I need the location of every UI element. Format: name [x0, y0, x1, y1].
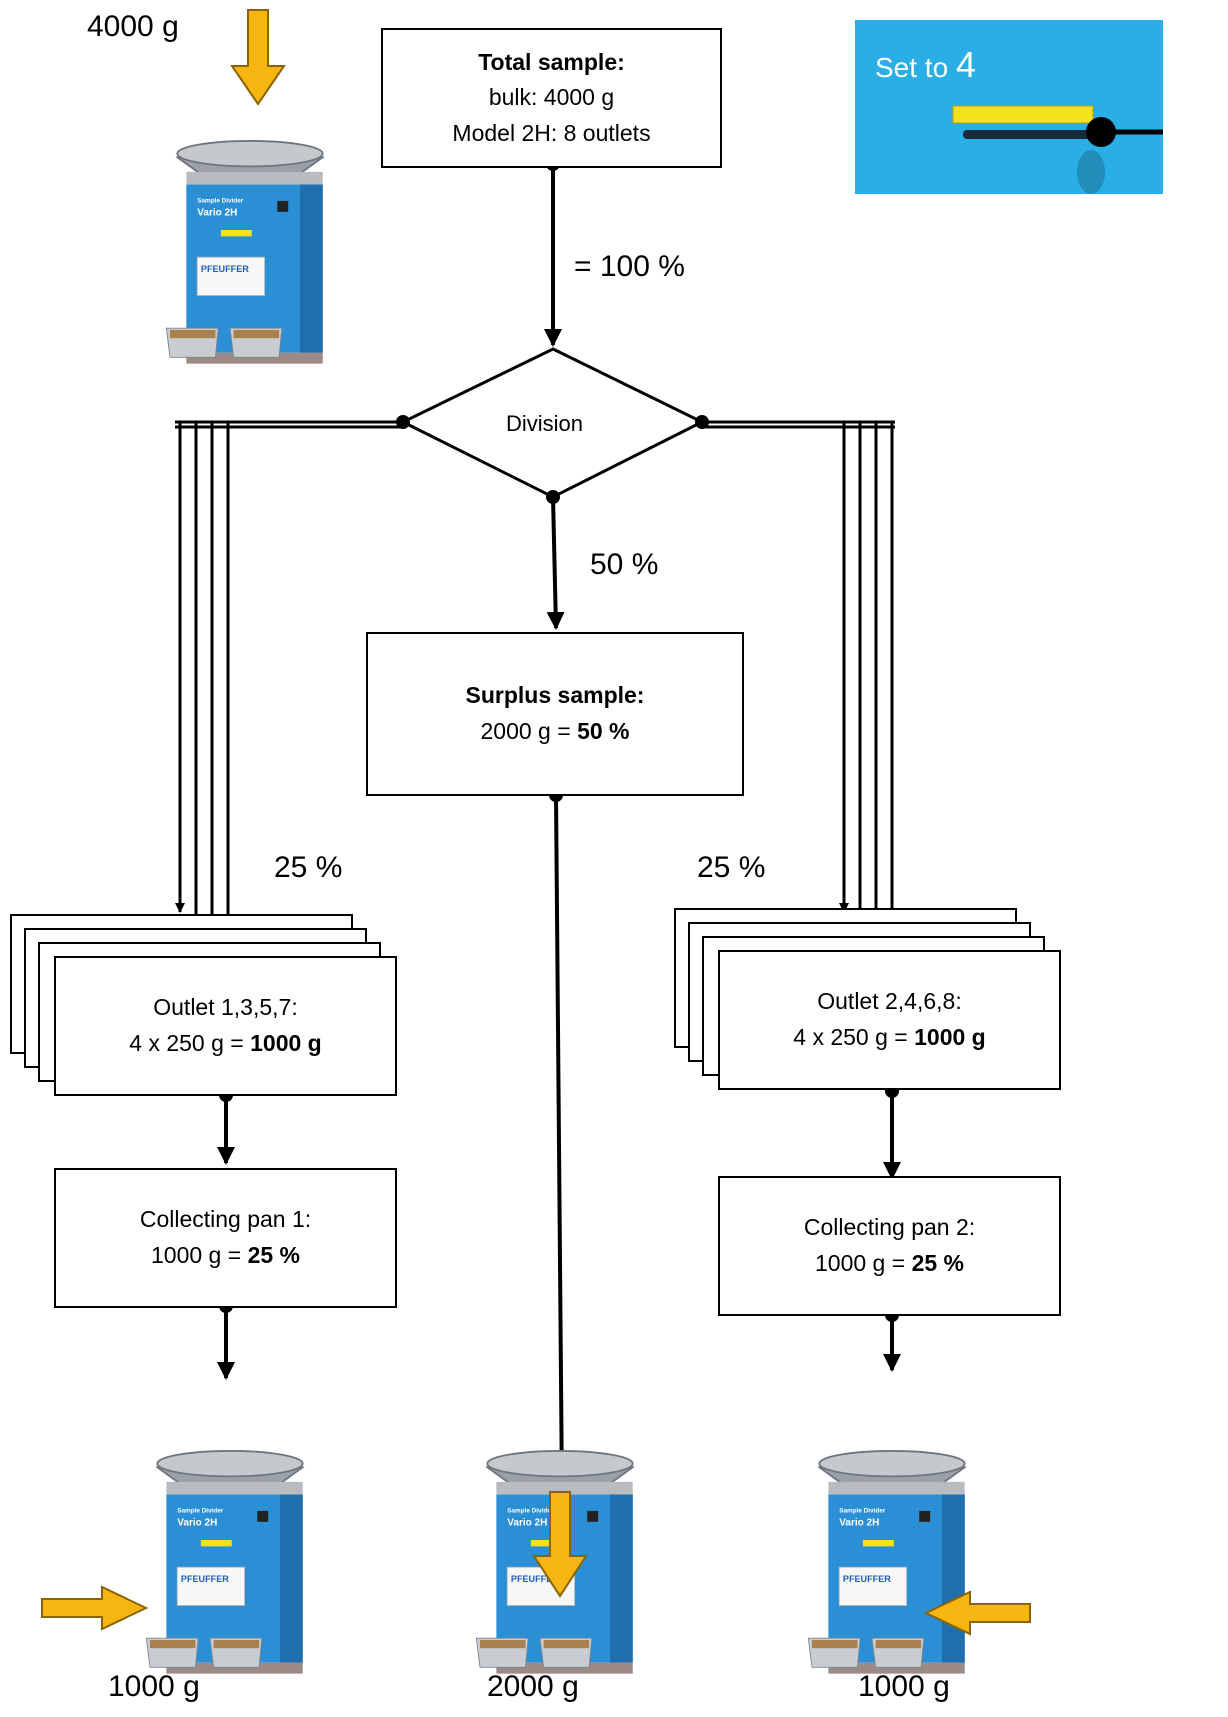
percent-label-surplus: 50 % [590, 548, 659, 581]
machine-base [166, 1662, 303, 1674]
machine-lid [166, 1481, 303, 1495]
machine-hopper-rim [176, 140, 324, 168]
machine-label-small: Sample Divider [507, 1508, 553, 1515]
collecting-pan-2-title: Collecting pan 2: [803, 1214, 976, 1241]
sample-divider-machine-right: Sample Divider Vario 2H PFEUFFER [807, 1450, 967, 1674]
connector-division-to-surplus [546, 496, 565, 630]
machine-slider [220, 230, 252, 237]
machine-slider [862, 1540, 894, 1547]
machine-side [280, 1494, 303, 1663]
sample-divider-machine-top: Sample Divider Vario 2H PFEUFFER [165, 140, 325, 364]
outlet-left-value: 4 x 250 g = 1000 g [129, 1030, 322, 1056]
machine-base [828, 1662, 965, 1674]
machine-label-model: Vario 2H [839, 1517, 879, 1528]
percent-label-left: 25 % [274, 851, 343, 884]
input-arrow-icon [230, 9, 286, 106]
machine-label-small: Sample Divider [839, 1508, 885, 1515]
machine-label-small: Sample Divider [197, 198, 243, 205]
output-weight-center: 2000 g [487, 1670, 579, 1703]
division-label: Division [506, 411, 584, 436]
surplus-sample-box: Surplus sample: 2000 g = 50 % [366, 632, 744, 796]
collecting-pan-1-value: 1000 g = 25 % [151, 1242, 300, 1268]
outlet-right-value: 4 x 250 g = 1000 g [793, 1024, 986, 1050]
surplus-sample-title: Surplus sample: [465, 682, 645, 709]
setting-value: 4 [955, 44, 976, 85]
machine-base [186, 352, 323, 364]
total-sample-bulk: bulk: 4000 g [488, 84, 615, 111]
slider-knob [1086, 117, 1116, 147]
machine-base [496, 1662, 633, 1674]
percent-label-right: 25 % [697, 851, 766, 884]
connector-surplus-to-machine [552, 794, 571, 1497]
machine-pan-right-grain [233, 330, 280, 339]
machine-pan-left-grain [480, 1640, 526, 1649]
center-outlet-arrow-shape [532, 1491, 588, 1598]
machine-side [610, 1494, 633, 1663]
machine-label-model: Vario 2H [197, 207, 237, 218]
collecting-pan-1-title: Collecting pan 1: [139, 1206, 312, 1233]
total-sample-box: Total sample: bulk: 4000 g Model 2H: 8 o… [381, 28, 722, 168]
total-sample-title: Total sample: [478, 48, 625, 75]
machine-hopper-rim [818, 1450, 966, 1478]
machine-pan-left-grain [812, 1640, 858, 1649]
outlet-right-title: Outlet 2,4,6,8: [817, 988, 962, 1015]
machine-switch [587, 1510, 599, 1522]
machine-lid [496, 1481, 633, 1495]
machine-pan-right-grain [213, 1640, 260, 1649]
machine-hopper-rim [156, 1450, 304, 1478]
slider-slot [963, 130, 1109, 139]
sample-divider-machine-left: Sample Divider Vario 2H PFEUFFER [145, 1450, 305, 1674]
machine-side [300, 184, 323, 353]
machine-label-model: Vario 2H [177, 1517, 217, 1528]
total-sample-model: Model 2H: 8 outlets [452, 119, 651, 146]
machine-logo-text: PFEUFFER [511, 1574, 559, 1584]
right-outlet-arrow-shape [923, 1590, 1031, 1636]
slider-shadow [1077, 150, 1105, 194]
machine-logo-plate [196, 256, 265, 296]
machine-pan-right-grain [875, 1640, 922, 1649]
input-weight-label: 4000 g [87, 10, 179, 43]
percent-label-total: = 100 % [574, 250, 685, 283]
slider-scale [952, 105, 1094, 124]
machine-label-model: Vario 2H [507, 1517, 547, 1528]
machine-switch [257, 1510, 269, 1522]
setting-label: Set to 4 [875, 44, 976, 85]
machine-switch [919, 1510, 931, 1522]
machine-slider [530, 1540, 562, 1547]
collecting-pan-2-box: Collecting pan 2: 1000 g = 25 % [718, 1176, 1061, 1316]
surplus-sample-value: 2000 g = 50 % [480, 718, 630, 744]
sample-divider-machine-center: Sample Divider Vario 2H PFEUFFER [475, 1450, 635, 1674]
machine-switch [277, 200, 289, 212]
collecting-pan-1-box: Collecting pan 1: 1000 g = 25 % [54, 1168, 397, 1308]
machine-lid [828, 1481, 965, 1495]
machine-pan-right-grain [543, 1640, 590, 1649]
machine-pan-left-grain [150, 1640, 196, 1649]
output-weight-right: 1000 g [858, 1670, 950, 1703]
center-outlet-arrow-icon [532, 1491, 588, 1598]
machine-lid [186, 171, 323, 185]
machine-logo-text: PFEUFFER [181, 1574, 229, 1584]
machine-logo-plate [176, 1566, 245, 1606]
machine-label-small: Sample Divider [177, 1508, 223, 1515]
machine-logo-text: PFEUFFER [843, 1574, 891, 1584]
right-outlet-arrow-icon [923, 1590, 1031, 1636]
machine-logo-plate [838, 1566, 907, 1606]
left-outlet-arrow-shape [41, 1585, 149, 1631]
outlet-right-box: Outlet 2,4,6,8: 4 x 250 g = 1000 g [718, 950, 1061, 1090]
setting-slider-graphic [952, 105, 1163, 194]
machine-logo-text: PFEUFFER [201, 264, 249, 274]
machine-pan-left-grain [170, 330, 216, 339]
output-weight-left: 1000 g [108, 1670, 200, 1703]
outlet-left-box: Outlet 1,3,5,7: 4 x 250 g = 1000 g [54, 956, 397, 1096]
machine-slider [200, 1540, 232, 1547]
machine-hopper-rim [486, 1450, 634, 1478]
outlet-left-title: Outlet 1,3,5,7: [153, 994, 298, 1021]
input-arrow-shape [230, 9, 286, 106]
divider-setting-panel: Set to 4 [855, 20, 1163, 194]
left-outlet-arrow-icon [41, 1585, 149, 1631]
collecting-pan-2-value: 1000 g = 25 % [815, 1250, 964, 1276]
machine-side [942, 1494, 965, 1663]
